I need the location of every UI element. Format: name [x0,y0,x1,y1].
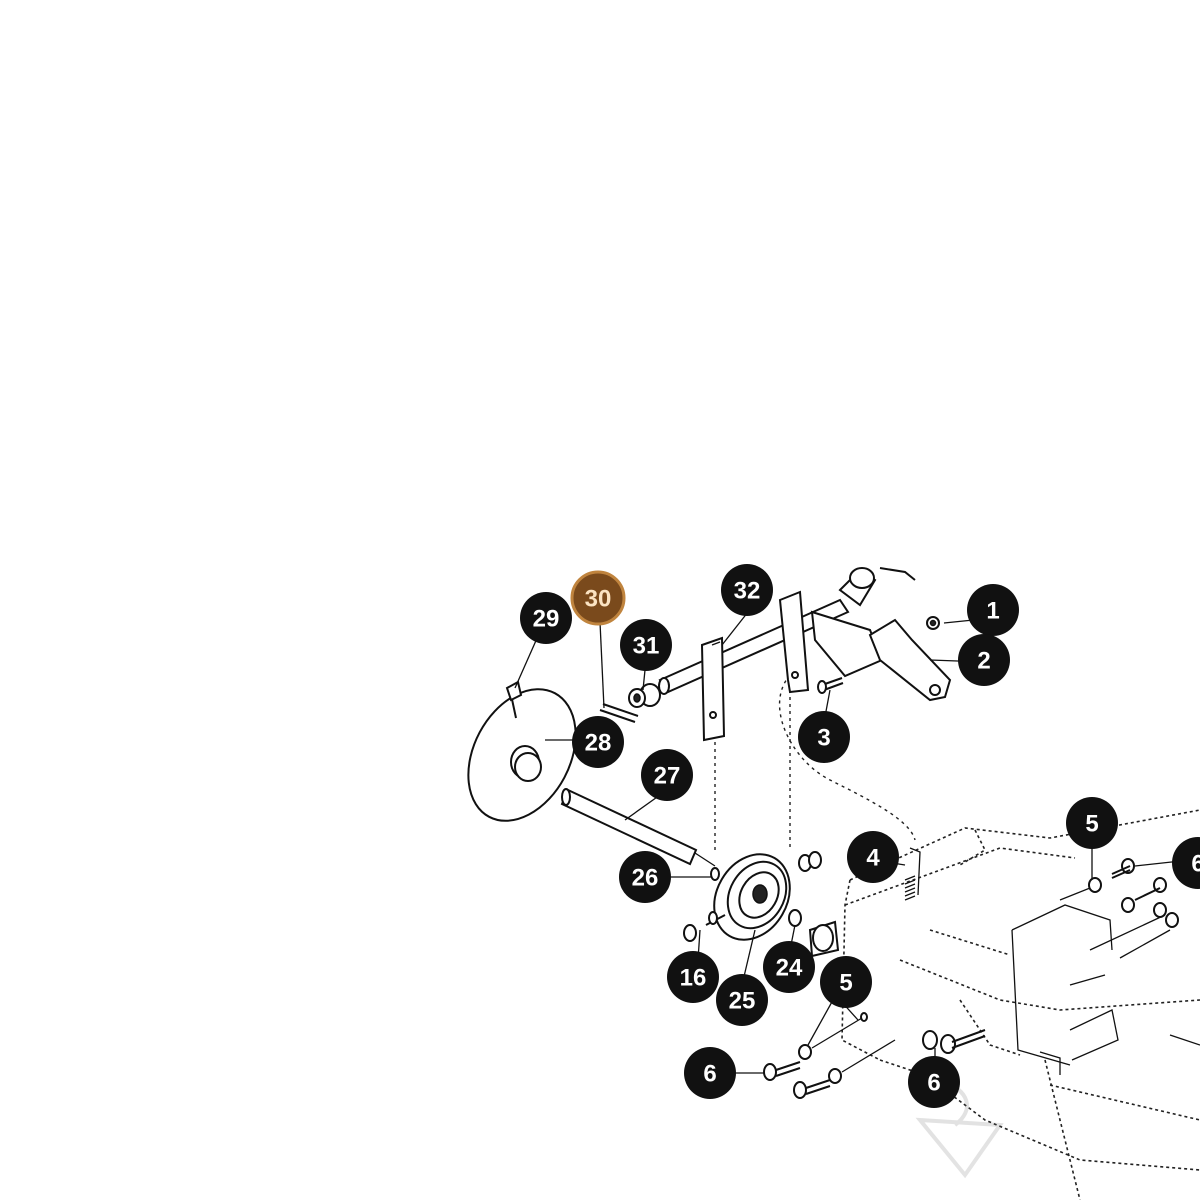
pulley-part [705,853,791,941]
callout-badge [520,592,572,644]
lever-arm [810,610,952,702]
callout-6[interactable]: 6 [684,1047,736,1099]
callout-badge [684,1047,736,1099]
callout-label: 30 [585,586,612,613]
callout-label: 31 [633,633,660,660]
callout-layer: 29 30 31 32 1 2 3 28 27 26 4 5 6 16 25 24 5 6 6 [520,564,1200,1108]
callout-16[interactable]: 16 [667,951,719,1003]
callout-label: 24 [776,955,803,982]
chassis-frame [841,809,1200,1200]
callout-25[interactable]: 25 [716,974,768,1026]
callout-label: 28 [585,730,612,757]
callout-label: 2 [977,648,990,675]
callout-badge [572,716,624,768]
callout-31[interactable]: 31 [620,619,672,671]
callout-label: 6 [1191,851,1200,878]
callout-label: 32 [734,578,761,605]
callout-5[interactable]: 5 [820,956,872,1008]
callout-label: 27 [654,763,681,790]
callout-label: 5 [839,970,852,997]
callout-28[interactable]: 28 [572,716,624,768]
bolt-set-upper [1059,858,1200,1046]
callout-30[interactable]: 30 [570,570,626,626]
callout-badge [716,974,768,1026]
spring-part [904,847,921,901]
callout-label: 3 [817,725,830,752]
callout-2[interactable]: 2 [958,634,1010,686]
callout-badge [620,619,672,671]
callout-label: 5 [1085,811,1098,838]
callout-24[interactable]: 24 [763,941,815,993]
callout-label: 6 [927,1070,940,1097]
callout-badge [619,851,671,903]
callout-badge [1172,837,1200,889]
callout-label: 1 [986,598,999,625]
bolt-set-lower [763,1012,986,1099]
disc-part [467,680,577,822]
callout-badge [763,941,815,993]
callout-label: 6 [703,1061,716,1088]
callout-badge [847,831,899,883]
callout-label: 29 [533,606,560,633]
callout-badge [667,951,719,1003]
callout-6[interactable]: 6 [1172,837,1200,889]
callout-26[interactable]: 26 [619,851,671,903]
callout-6[interactable]: 6 [908,1056,960,1108]
callout-badge [820,956,872,1008]
callout-label: 26 [632,865,659,892]
callout-3[interactable]: 3 [798,711,850,763]
rod-part [560,788,716,867]
callout-badge [641,749,693,801]
control-cable [778,669,916,841]
callout-badge [1066,797,1118,849]
callout-4[interactable]: 4 [847,831,899,883]
callout-label: 4 [866,845,880,872]
callout-32[interactable]: 32 [721,564,773,616]
callout-29[interactable]: 29 [520,592,572,644]
callout-5[interactable]: 5 [1066,797,1118,849]
callout-1[interactable]: 1 [967,584,1019,636]
callout-27[interactable]: 27 [641,749,693,801]
washers-spacer [683,851,840,958]
callout-badge [908,1056,960,1108]
callout-badge [958,634,1010,686]
callout-badge [967,584,1019,636]
shaft-assembly [599,567,916,742]
callout-badge [721,564,773,616]
callout-label: 16 [680,965,707,992]
callout-label: 25 [729,988,756,1015]
callout-badge [570,570,626,626]
callout-badge [798,711,850,763]
